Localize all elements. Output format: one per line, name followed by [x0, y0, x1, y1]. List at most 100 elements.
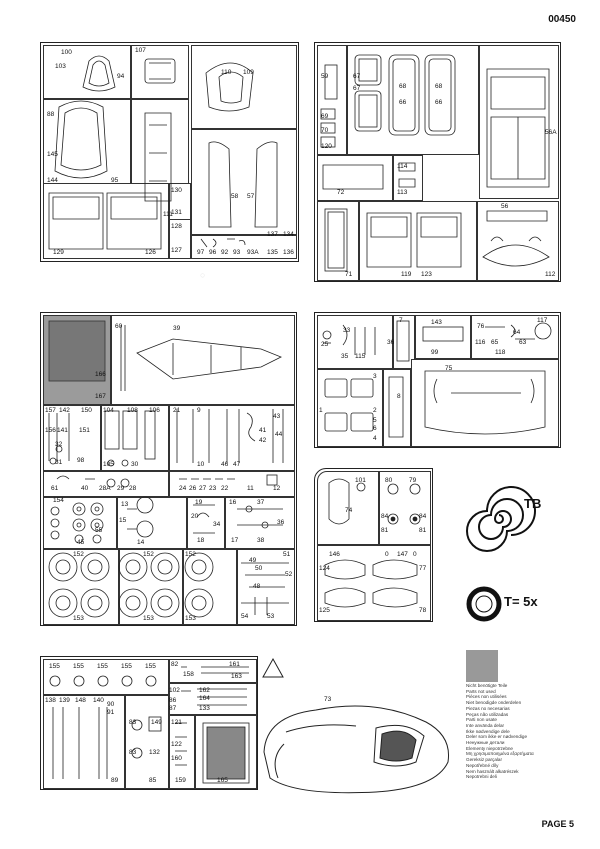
- legend-line: Parts not used: [466, 688, 496, 694]
- part-105: 105: [103, 461, 114, 468]
- part-155e: 155: [145, 663, 156, 670]
- sprue-frame-f: 155 155 155 155 155 82 161 158 163 138 1…: [40, 656, 258, 790]
- sprue-frame-e: 101 80 79 74 84 84 81 81 146 0 147 0 124…: [314, 468, 433, 622]
- part-131: 131: [171, 209, 182, 216]
- part-11: 11: [247, 485, 254, 492]
- part-8: 8: [397, 393, 401, 400]
- cell-a2: [131, 45, 189, 99]
- part-15: 15: [119, 517, 127, 524]
- legend-line: Nem használt alkatrészek: [466, 768, 519, 774]
- part-94: 94: [117, 73, 125, 80]
- part-98: 98: [77, 457, 85, 464]
- part-73: 73: [324, 696, 332, 703]
- part-103: 103: [55, 63, 66, 70]
- part-150: 150: [81, 407, 92, 414]
- part-144: 144: [47, 177, 58, 184]
- part-55: 55: [95, 527, 103, 534]
- sprue-f-drawing: [49, 666, 250, 784]
- part-155c: 155: [97, 663, 108, 670]
- part-110: 110: [221, 69, 232, 76]
- part-61: 61: [51, 485, 59, 492]
- warning-triangle-icon: [262, 657, 284, 678]
- part-125: 125: [319, 607, 330, 614]
- part-67b: 67: [353, 85, 361, 92]
- cell-d5: [317, 369, 383, 447]
- part-165: 165: [217, 777, 228, 784]
- part-85: 85: [149, 777, 157, 784]
- part-152b: 152: [143, 551, 154, 558]
- part-4: 4: [373, 435, 377, 442]
- part-20: 20: [191, 513, 199, 520]
- part-96: 96: [209, 249, 217, 256]
- part-66a: 66: [399, 99, 407, 106]
- part-12: 12: [273, 485, 281, 492]
- part-93: 93: [233, 249, 241, 256]
- cell-a10: [191, 235, 297, 259]
- part-113: 113: [397, 189, 408, 196]
- part-146: 146: [329, 551, 340, 558]
- part-154a: 154: [53, 497, 64, 504]
- cell-f4: [125, 695, 169, 789]
- part-23: 23: [209, 485, 217, 492]
- part-109: 109: [243, 69, 254, 76]
- part-157: 157: [45, 407, 56, 414]
- part-30: 30: [131, 461, 139, 468]
- part-34: 34: [213, 521, 221, 528]
- part-107: 107: [135, 47, 146, 54]
- cell-c2: [111, 315, 295, 405]
- part-18: 18: [197, 537, 205, 544]
- part-128: 128: [171, 223, 182, 230]
- part-92: 92: [221, 249, 229, 256]
- cell-c10: [187, 497, 225, 549]
- part-33: 33: [343, 327, 351, 334]
- part-54: 54: [241, 613, 249, 620]
- sprue-d-drawing: [322, 320, 552, 438]
- part-7: 7: [399, 317, 403, 324]
- cell-a3: [191, 45, 297, 129]
- part-0a: 0: [385, 551, 389, 558]
- part-140: 140: [93, 697, 104, 704]
- cell-f6: [169, 715, 195, 789]
- part-6: 6: [373, 425, 377, 432]
- legend-line: Ненужные детали: [466, 740, 505, 746]
- part-76: 76: [477, 323, 485, 330]
- part-93A: 93A: [247, 249, 259, 256]
- part-167: 167: [95, 393, 106, 400]
- cell-e2: [379, 471, 431, 545]
- unused-parts-swatch: [466, 650, 498, 682]
- part-152c: 152: [185, 551, 196, 558]
- sprue-e-drawing: [324, 478, 421, 608]
- legend-line: Deler som ikke er nødvendige: [466, 734, 528, 740]
- part-63: 63: [519, 339, 527, 346]
- part-74: 74: [345, 507, 353, 514]
- part-124: 124: [319, 565, 330, 572]
- part-163: 163: [231, 673, 242, 680]
- part-166: 166: [95, 371, 106, 378]
- part-32: 32: [55, 441, 63, 448]
- legend-line: Nepotřebné díly: [466, 762, 499, 768]
- part-126: 126: [145, 249, 156, 256]
- legend-line: Nepotrebni deli: [466, 774, 497, 780]
- part-115: 115: [355, 353, 366, 360]
- tire-icon: [466, 586, 502, 622]
- part-102: 102: [169, 687, 180, 694]
- sprue-frame-a: 100 103 94 107 110 109 88 145 144 95 111…: [40, 42, 299, 262]
- part-123: 123: [421, 271, 432, 278]
- part-87: 87: [169, 705, 177, 712]
- part-68a: 68: [399, 83, 407, 90]
- part-141: 141: [57, 427, 68, 434]
- part-52: 52: [285, 571, 293, 578]
- part-114: 114: [397, 163, 408, 170]
- part-132: 132: [149, 749, 160, 756]
- part-118: 118: [495, 349, 506, 356]
- cell-c13: [119, 549, 183, 625]
- part-14: 14: [137, 539, 145, 546]
- cell-c12: [43, 549, 119, 625]
- cell-d4: [471, 315, 559, 359]
- part-129: 129: [53, 249, 64, 256]
- part-57: 57: [247, 193, 255, 200]
- part-139: 139: [59, 697, 70, 704]
- part-28A: 28A: [99, 485, 111, 492]
- legend-line: Peças não utilizadas: [466, 711, 509, 717]
- cell-b2: [347, 45, 479, 155]
